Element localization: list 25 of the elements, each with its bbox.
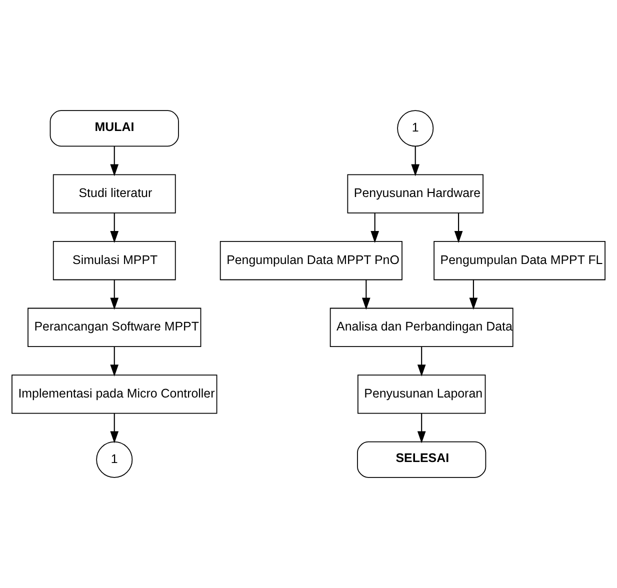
arrow — [417, 346, 426, 377]
arrow — [370, 213, 380, 243]
arrow — [110, 146, 119, 176]
node-box: Analisa dan Perbandingan Data — [330, 308, 514, 347]
node-box: Pengumpulan Data MPPT PnO — [220, 241, 402, 280]
node-circle: 1 — [96, 441, 133, 478]
arrow — [417, 413, 426, 444]
node-circle: 1 — [397, 110, 434, 147]
node-box: Studi literatur — [52, 174, 176, 214]
node-box: SELESAI — [357, 441, 486, 478]
node-box: Implementasi pada Micro Controller — [12, 374, 218, 414]
arrow — [411, 146, 420, 176]
node-box: Simulasi MPPT — [52, 241, 176, 280]
arrow — [110, 413, 119, 444]
node-box: Penyusunan Laporan — [357, 374, 486, 414]
arrow — [362, 280, 370, 310]
arrow — [110, 280, 119, 310]
node-box: MULAI — [50, 110, 179, 147]
arrow — [454, 213, 463, 243]
arrow — [469, 280, 478, 310]
arrow — [110, 213, 119, 243]
node-box: Pengumpulan Data MPPT FL — [434, 241, 606, 280]
arrow — [110, 346, 119, 377]
node-box: Perancangan Software MPPT — [28, 308, 202, 347]
node-box: Penyusunan Hardware — [347, 174, 484, 214]
